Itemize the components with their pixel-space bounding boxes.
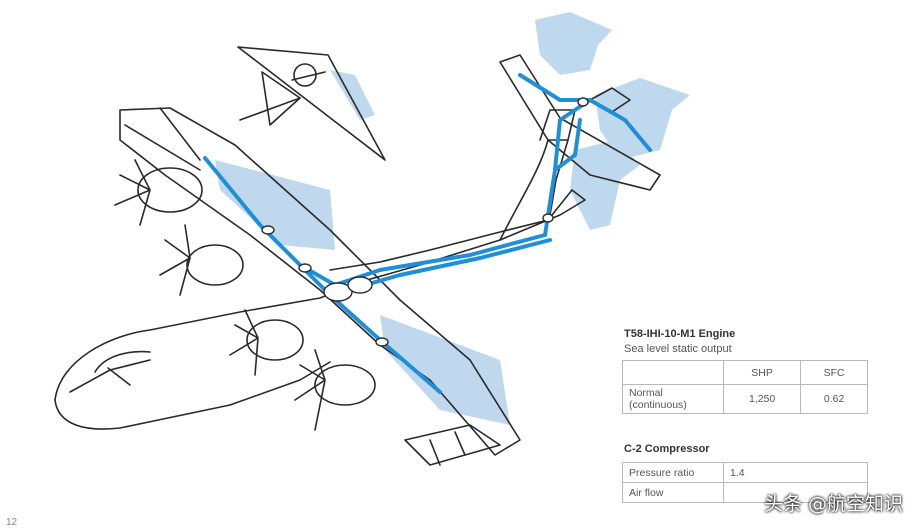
- compressor-unit-2: [347, 276, 373, 294]
- engine-row-sfc: 0.62: [800, 384, 868, 414]
- compressor-title: C-2 Compressor: [624, 443, 710, 455]
- engine-nacelle-3: [246, 319, 304, 361]
- watermark: 头条 @航空知识: [763, 493, 903, 515]
- engine-subtitle: Sea level static output: [624, 343, 732, 355]
- tail-fin: [499, 139, 569, 241]
- page-number: 12: [6, 517, 18, 528]
- engine-nacelle-2: [186, 244, 244, 286]
- compressor-row-pressure-label: Pressure ratio: [622, 462, 724, 483]
- engine-row-label-line1: Normal: [629, 387, 663, 399]
- compressor-row-airflow-value: [723, 482, 868, 503]
- engine-header-shp: SHP: [722, 360, 802, 385]
- compressor-unit-1: [323, 282, 353, 302]
- propeller-4: [294, 349, 326, 431]
- engine-row-shp: 1,250: [722, 384, 802, 414]
- engine-header-blank: [622, 360, 724, 385]
- engine-title: T58-IHI-10-M1 Engine: [624, 328, 736, 340]
- engine-nacelle-1: [137, 167, 203, 213]
- propeller-2: [159, 224, 191, 296]
- engine-nacelle-4: [314, 364, 376, 406]
- engine-row-label: Normal (continuous): [622, 384, 724, 414]
- inset-detail-frame: [237, 46, 386, 161]
- compressor-table: Pressure ratio 1.4 Air flow: [622, 462, 868, 503]
- compressor-row-airflow-label: Air flow: [622, 482, 724, 503]
- engine-row-label-line2: (continuous): [629, 399, 687, 411]
- airflow-arrows: [215, 12, 690, 425]
- propeller-1: [114, 159, 151, 226]
- compressor-row-pressure-value: 1.4: [723, 462, 868, 483]
- fuselage-outline: [54, 189, 586, 401]
- horizontal-stabilizer: [499, 54, 661, 191]
- wing-outline: [119, 107, 521, 456]
- propeller-3: [229, 309, 259, 376]
- wing-float: [404, 424, 501, 466]
- engine-header-sfc: SFC: [800, 360, 868, 385]
- engine-table: SHP SFC Normal (continuous) 1,250 0.62: [622, 360, 868, 414]
